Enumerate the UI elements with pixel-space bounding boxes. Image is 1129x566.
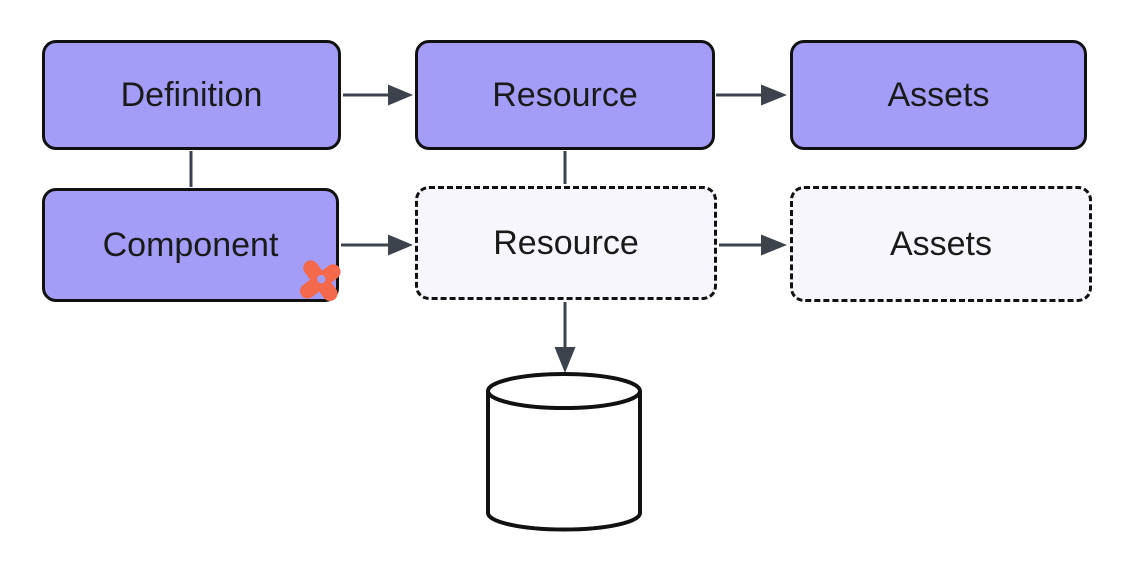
edge-resource-assets xyxy=(716,84,787,106)
datastore-cylinder[interactable] xyxy=(486,372,642,532)
edge-definition-resource xyxy=(343,84,413,106)
node-component[interactable]: Component xyxy=(42,188,339,302)
node-assets-top[interactable]: Assets xyxy=(790,40,1087,150)
pinwheel-x-icon xyxy=(295,256,345,306)
node-resource-top[interactable]: Resource xyxy=(415,40,715,150)
edge-component-resource-planned xyxy=(341,234,413,256)
node-component-label: Component xyxy=(102,225,279,264)
node-assets-top-label: Assets xyxy=(887,75,990,114)
edge-resource-planned-assets-planned xyxy=(719,234,787,256)
edge-resource-planned-datastore xyxy=(554,302,576,373)
node-definition[interactable]: Definition xyxy=(42,40,341,150)
node-resource-planned[interactable]: Resource xyxy=(415,186,717,300)
node-resource-top-label: Resource xyxy=(492,75,638,114)
node-definition-label: Definition xyxy=(120,75,263,114)
node-assets-planned-label: Assets xyxy=(889,224,993,263)
node-resource-planned-label: Resource xyxy=(493,223,639,262)
node-assets-planned[interactable]: Assets xyxy=(790,186,1092,302)
